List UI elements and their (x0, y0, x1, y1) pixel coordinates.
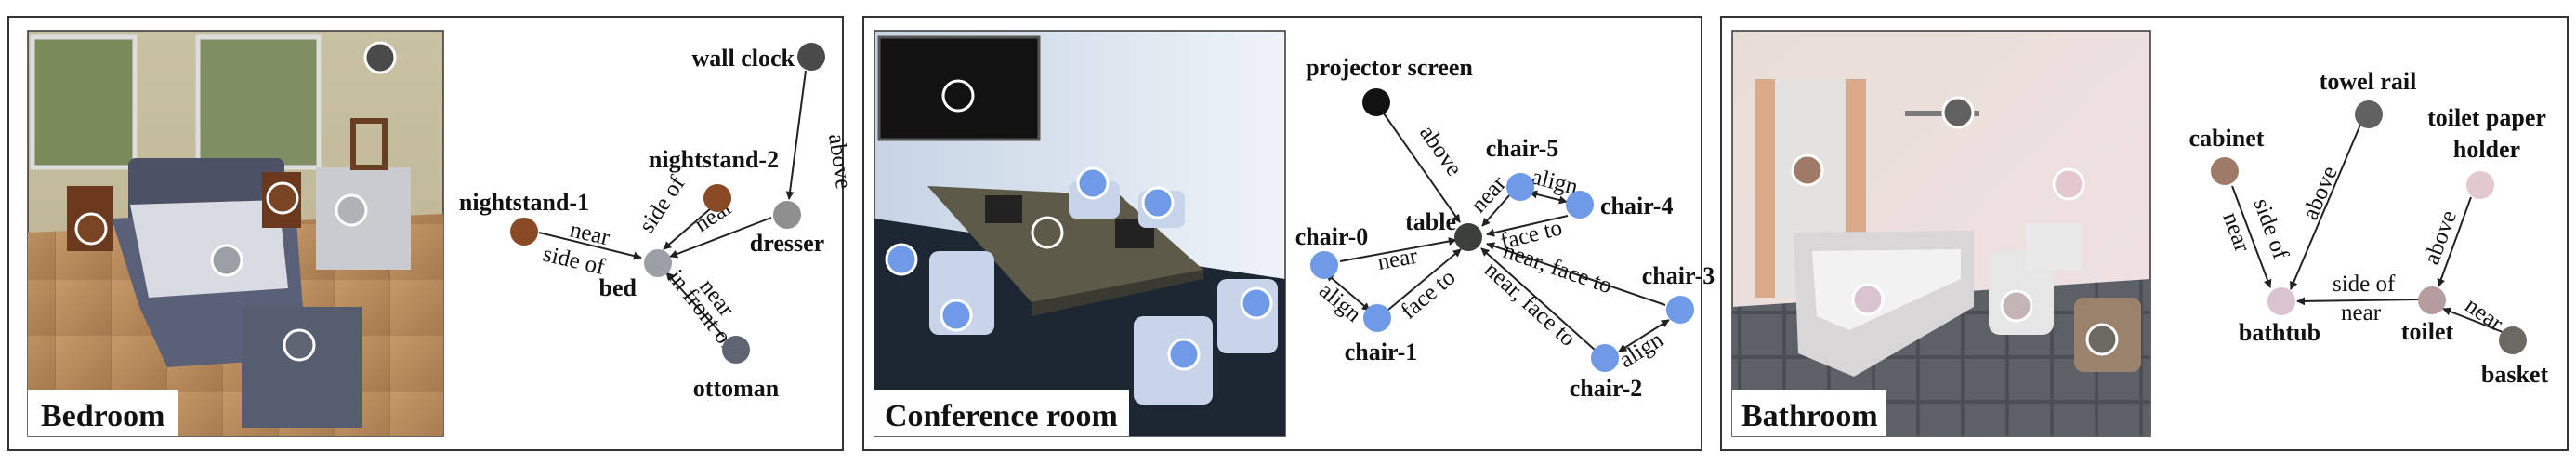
marker-towel-rail (1941, 96, 1975, 129)
node-dresser (773, 201, 801, 229)
panel-label-box (874, 390, 1129, 436)
edge-chair3-chair2 (1618, 319, 1670, 352)
node-label-table: table (1405, 208, 1456, 235)
edge-tph-toilet (2437, 196, 2472, 287)
node-cabinet (2211, 157, 2239, 185)
node-label-nightstand-2: nightstand-2 (649, 146, 779, 173)
node-ottoman (722, 336, 750, 364)
marker-nightstand-2 (266, 181, 299, 215)
edge-label-side-of: side of (2333, 272, 2396, 297)
edge-wall-clock-dresser (785, 70, 807, 200)
node-label-chair-1: chair-1 (1345, 339, 1417, 365)
node-nightstand-1 (510, 218, 538, 246)
marker-chair-3 (1240, 286, 1273, 320)
node-chair-3 (1666, 296, 1694, 324)
edge-cabinet-bathtub (2231, 185, 2272, 288)
edge-projector-table (1383, 113, 1461, 223)
node-chair-4 (1566, 191, 1594, 219)
node-chair-1 (1363, 304, 1391, 332)
node-label-projector-screen: projector screen (1306, 54, 1473, 81)
marker-chair-0 (885, 243, 918, 276)
marker-table (1031, 216, 1064, 249)
marker-chair-5 (1076, 166, 1110, 200)
node-label-towel-rail: towel rail (2320, 68, 2417, 95)
node-label-bathtub: bathtub (2239, 319, 2320, 346)
edge-basket-toilet (2442, 307, 2504, 333)
node-towel-rail (2355, 100, 2383, 128)
node-label-nightstand-1: nightstand-1 (459, 189, 589, 216)
panel-bedroom: Bedroom above side of near near side of … (7, 16, 856, 451)
node-projector-screen (1362, 88, 1390, 116)
edge-ottoman-bed (665, 272, 725, 338)
node-label-chair-5: chair-5 (1486, 135, 1558, 162)
node-bed (644, 249, 672, 277)
marker-bed (210, 244, 243, 277)
panel-label-conference-room: Conference room (885, 399, 1118, 433)
edge-nightstand1-bed (538, 232, 642, 260)
node-label-ottoman: ottoman (693, 375, 780, 402)
panel-label-bathroom: Bathroom (1741, 399, 1878, 433)
node-label-toilet-paper-holder: holder (2453, 136, 2520, 163)
node-label-chair-0: chair-0 (1295, 223, 1368, 250)
edge-chair5-chair4 (1529, 190, 1568, 205)
edge-towel-rail-bathtub (2290, 124, 2361, 290)
panel-conference-room: Conference room above near align face to… (862, 16, 1715, 451)
node-label-dresser: dresser (750, 230, 824, 257)
node-label-wall-clock: wall clock (692, 45, 795, 72)
edge-dresser-bed (669, 217, 772, 259)
node-chair-0 (1310, 251, 1338, 279)
marker-ottoman (283, 328, 316, 362)
node-toilet (2418, 286, 2446, 314)
marker-wall-clock (363, 41, 397, 74)
marker-chair-4 (1141, 186, 1175, 219)
edge-chair1-table (1387, 248, 1462, 311)
edge-label-near: near (2341, 300, 2382, 326)
node-label-toilet: toilet (2401, 318, 2454, 345)
edge-chair3-table (1486, 242, 1666, 306)
marker-chair-1 (940, 299, 973, 332)
node-bathtub (2267, 287, 2295, 315)
panel-label-box (28, 390, 178, 436)
node-wall-clock (797, 43, 825, 71)
marker-basket (2085, 323, 2119, 356)
node-label-cabinet: cabinet (2189, 125, 2265, 152)
node-toilet-paper-holder (2466, 171, 2494, 199)
node-chair-5 (1506, 173, 1534, 201)
edge-toilet-bathtub (2296, 297, 2420, 306)
bathroom-render (1731, 30, 2151, 437)
node-label-toilet-paper-holder: toilet paper (2427, 104, 2546, 131)
node-nightstand-2 (703, 184, 731, 212)
marker-projector-screen (941, 79, 975, 113)
panel-label-bedroom: Bedroom (41, 399, 164, 433)
bedroom-graph-edges (538, 70, 807, 338)
conference-render (874, 30, 1286, 437)
edge-chair2-table (1480, 247, 1597, 352)
edge-chair4-table (1486, 215, 1569, 237)
edge-nightstand2-bed (663, 207, 712, 250)
node-label-chair-4: chair-4 (1600, 193, 1673, 219)
node-label-chair-3: chair-3 (1642, 262, 1715, 289)
marker-dresser (335, 193, 368, 227)
bathroom-graph-edges (2231, 124, 2504, 333)
edge-chair0-chair1 (1325, 272, 1371, 312)
node-label-chair-2: chair-2 (1570, 375, 1642, 402)
node-chair-2 (1591, 344, 1619, 372)
node-label-bed: bed (599, 274, 637, 301)
marker-chair-2 (1167, 338, 1201, 371)
node-basket (2499, 326, 2527, 354)
panel-label-box (1732, 390, 1886, 436)
panel-bathroom: Bathroom side of near above side of near… (1720, 16, 2569, 451)
bedroom-render (27, 30, 444, 437)
edge-chair0-table (1339, 237, 1457, 262)
marker-toilet (2000, 289, 2033, 323)
marker-bathtub (1851, 283, 1885, 316)
marker-nightstand-1 (74, 212, 108, 246)
edge-chair5-table (1481, 193, 1512, 227)
conference-graph-edges (1325, 113, 1670, 352)
marker-cabinet (1791, 153, 1824, 187)
node-label-basket: basket (2481, 361, 2549, 388)
marker-toilet-paper-holder (2052, 167, 2085, 201)
node-table (1454, 223, 1482, 251)
